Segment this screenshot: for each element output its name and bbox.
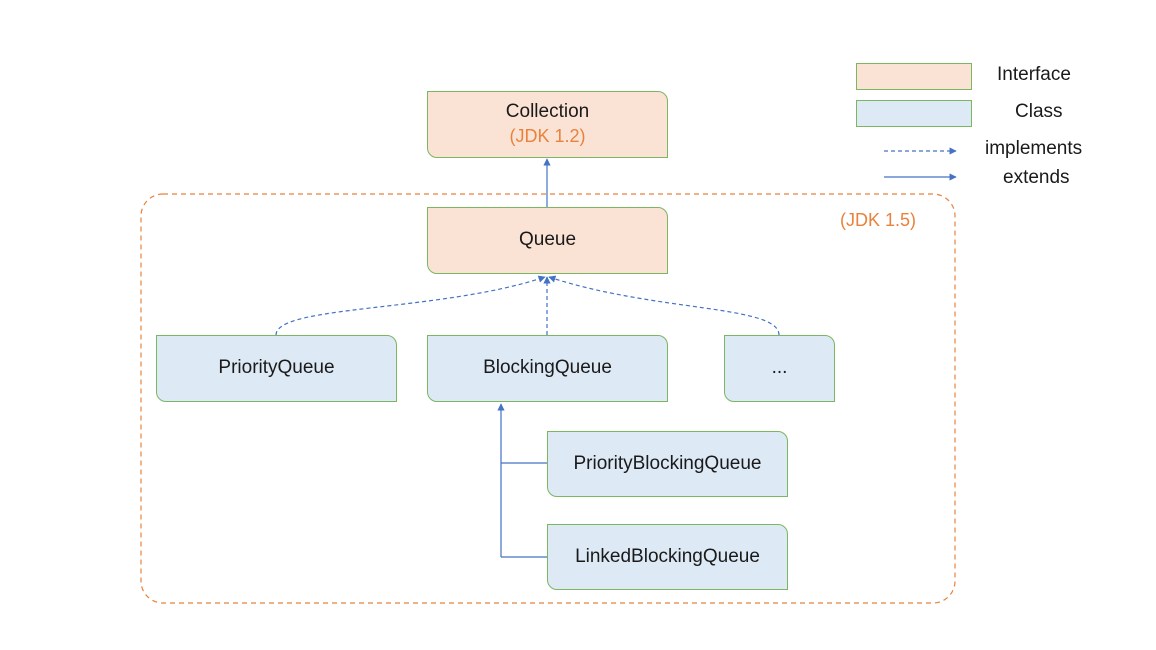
jdk15-group-label: (JDK 1.5) [840,210,917,230]
node-collection-label: Collection [505,101,590,123]
node-priorityblockingqueue-label: PriorityBlockingQueue [573,452,762,474]
jdk15-group-boundary [140,193,956,604]
node-blockingqueue: BlockingQueue [427,335,668,402]
legend-implements-label: implements [985,138,1083,159]
legend-interface-label: Interface [997,64,1071,85]
legend-class-swatch [856,100,972,127]
node-queue-label: Queue [518,229,577,251]
node-linkedblockingqueue-label: LinkedBlockingQueue [575,545,760,567]
node-priorityblockingqueue: PriorityBlockingQueue [547,431,788,497]
legend-interface-swatch [856,63,972,90]
node-more-label: ... [771,357,788,379]
edge-priorityqueue-implements-queue [275,275,546,336]
node-priorityqueue-label: PriorityQueue [218,357,335,379]
node-collection: Collection (JDK 1.2) [427,91,668,158]
node-more: ... [724,335,835,402]
node-collection-version: (JDK 1.2) [509,126,586,147]
legend-class-label: Class [1015,101,1063,122]
node-blockingqueue-label: BlockingQueue [483,357,612,379]
node-priorityqueue: PriorityQueue [156,335,397,402]
node-queue: Queue [427,207,668,274]
node-linkedblockingqueue: LinkedBlockingQueue [547,524,788,590]
edge-more-implements-queue [548,275,780,336]
legend-extends-label: extends [1003,167,1070,188]
